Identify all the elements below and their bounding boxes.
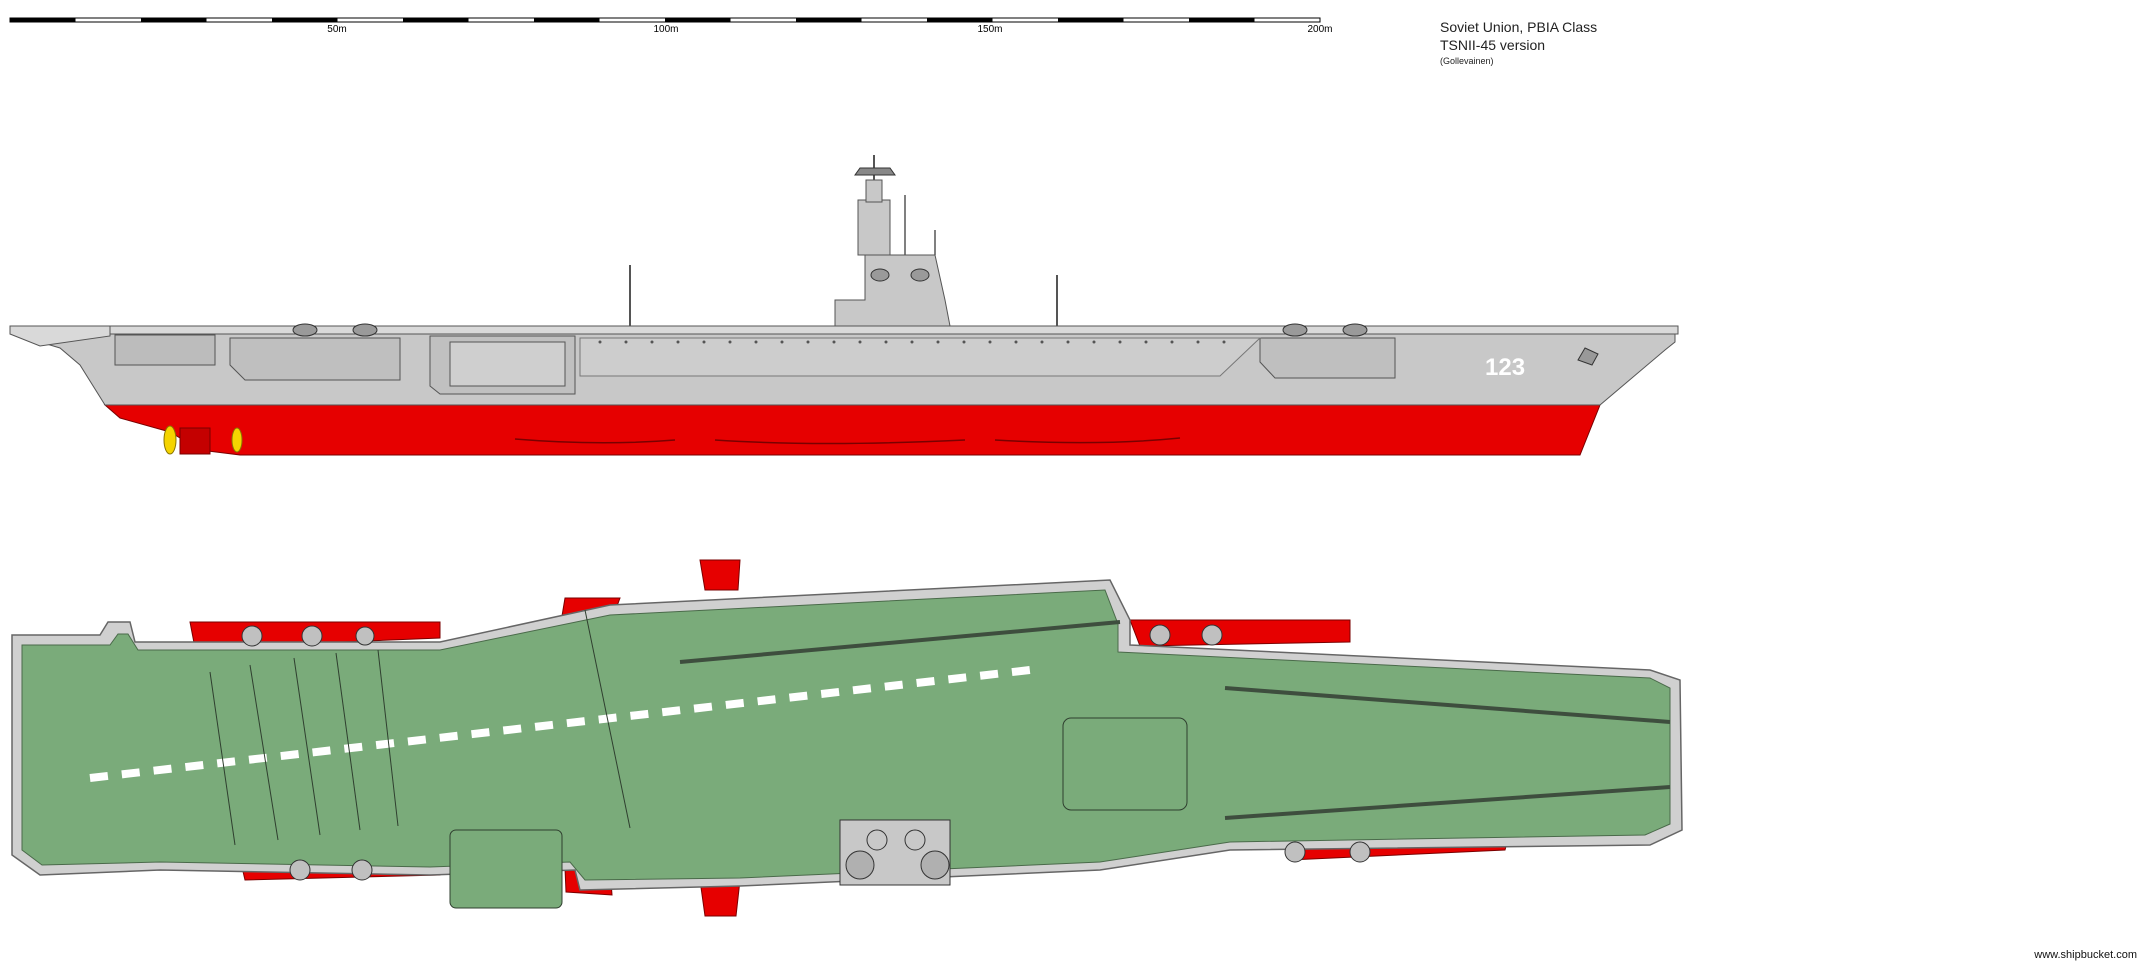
scale-segment: [665, 18, 731, 22]
ship-side-profile: 123: [0, 150, 1700, 470]
porthole: [1014, 340, 1018, 344]
porthole: [1118, 340, 1122, 344]
porthole: [1066, 340, 1070, 344]
aft-sponson: [229, 337, 401, 381]
island-tower: [865, 179, 883, 203]
porthole: [598, 340, 602, 344]
island-base: [834, 254, 951, 327]
porthole: [702, 340, 706, 344]
porthole: [676, 340, 680, 344]
author-credit: (Gollevainen): [1440, 56, 1494, 66]
scale-segment: [141, 18, 207, 22]
aft-elevator: [449, 829, 563, 909]
porthole: [884, 340, 888, 344]
side-profile-drawing: 123: [9, 155, 1679, 456]
scale-segment: [534, 18, 600, 22]
porthole: [780, 340, 784, 344]
version-subtitle: TSNII-45 version: [1440, 37, 1546, 53]
stern-sponson: [114, 334, 216, 366]
scale-segment: [10, 18, 76, 22]
porthole: [624, 340, 628, 344]
rudder: [179, 427, 211, 455]
scale-label-100m: 100m: [653, 24, 679, 35]
porthole: [858, 340, 862, 344]
midship-sponson: [579, 337, 1262, 377]
plan-turrets: [241, 624, 1371, 881]
porthole: [1222, 340, 1226, 344]
porthole: [728, 340, 732, 344]
porthole: [754, 340, 758, 344]
scale-label-150m: 150m: [977, 24, 1003, 35]
scale-label-50m: 50m: [327, 24, 347, 35]
plan-island: [839, 819, 951, 886]
scale-label-200m: 200m: [1307, 24, 1333, 35]
flight-deck: [21, 589, 1671, 881]
anchor-icon: [1577, 347, 1599, 366]
porthole: [988, 340, 992, 344]
porthole: [1196, 340, 1200, 344]
porthole: [910, 340, 914, 344]
porthole: [1092, 340, 1096, 344]
hull-lower-red: [103, 404, 1601, 456]
porthole: [650, 340, 654, 344]
radar-antenna: [854, 167, 896, 176]
bilge-keel-lines: [514, 437, 1181, 445]
ship-plan-view: [0, 550, 1700, 930]
island-mast-block: [857, 199, 891, 256]
scale-segment: [1058, 18, 1124, 22]
porthole: [936, 340, 940, 344]
scale-segment: [927, 18, 993, 22]
catapult-tracks: [679, 620, 1671, 820]
elevator-recess: [449, 341, 566, 387]
watermark: www.shipbucket.com: [2034, 949, 2137, 961]
propellers: [163, 425, 243, 455]
plan-view-drawing: [11, 559, 1683, 917]
forward-sponson: [1259, 337, 1396, 379]
flight-deck-edge: [9, 325, 1679, 335]
ship-class-title: Soviet Union, PBIA Class: [1440, 19, 1598, 35]
scale-segment: [272, 18, 338, 22]
scale-segment: [403, 18, 469, 22]
hull-number: 123: [1485, 354, 1525, 381]
gun-turrets: [292, 268, 1368, 337]
scale-segment: [796, 18, 862, 22]
title-block: Soviet Union, PBIA Class TSNII-45 versio…: [1440, 18, 1597, 68]
porthole: [806, 340, 810, 344]
scale-bar: 50m 100m 150m 200m: [0, 0, 1340, 40]
porthole: [962, 340, 966, 344]
porthole: [1144, 340, 1148, 344]
bow-overhang: [9, 325, 111, 347]
scale-ruler: [9, 17, 1321, 23]
porthole: [1170, 340, 1174, 344]
portholes: [598, 340, 1226, 344]
scale-segment: [1189, 18, 1255, 22]
forward-elevator: [1062, 717, 1188, 811]
porthole: [832, 340, 836, 344]
arresting-wires: [209, 609, 631, 846]
porthole: [1040, 340, 1044, 344]
